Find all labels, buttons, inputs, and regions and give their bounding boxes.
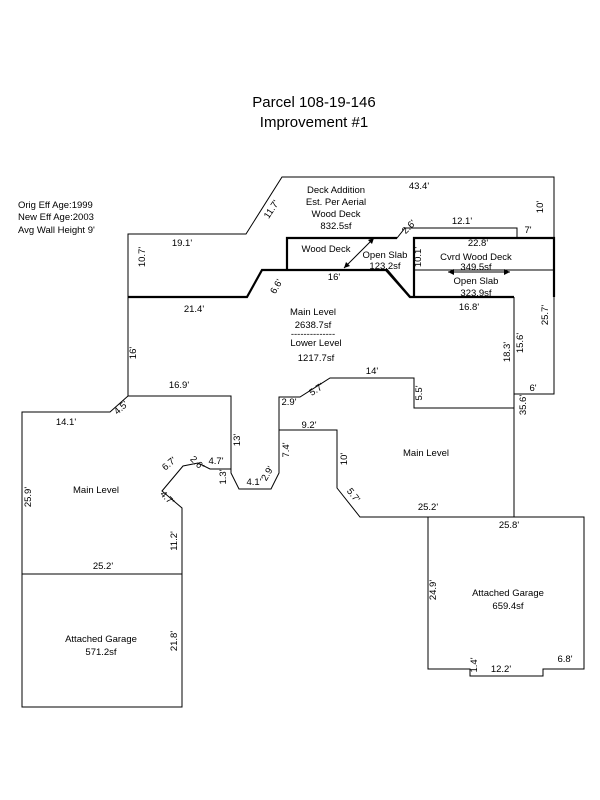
dim-label: 4.1' xyxy=(246,477,261,488)
dim-label: 11.2' xyxy=(169,531,180,551)
dim-label: 14.1' xyxy=(56,417,76,428)
dim-label: 10' xyxy=(535,201,546,214)
garage-right-size: 659.4sf xyxy=(492,601,524,612)
garage-left-label: Attached Garage xyxy=(65,634,137,645)
dim-label: 21.8' xyxy=(169,631,180,651)
cvrd-deck-label: Cvrd Wood Deck xyxy=(440,252,512,263)
avg-wall-height: Avg Wall Height 9' xyxy=(18,225,95,236)
main-level-3-label: Main Level xyxy=(73,485,119,496)
right-garage-outline xyxy=(427,516,585,677)
dim-label: 7' xyxy=(524,225,531,236)
dim-label: 1.3' xyxy=(218,469,229,484)
dim-label: 25.9' xyxy=(23,487,34,507)
open-slab-1-size: 123.2sf xyxy=(369,261,401,272)
open-slab-arrowheads xyxy=(344,238,374,268)
left-wing-outline xyxy=(21,395,231,708)
dim-label: 9.2' xyxy=(301,420,316,431)
open-slab-2-size: 323.9sf xyxy=(460,288,492,299)
wood-deck-outline xyxy=(285,236,397,270)
dim-label: 25.2' xyxy=(93,561,113,572)
dim-label: 12.2' xyxy=(491,664,511,675)
dim-label: 43.4' xyxy=(409,181,429,192)
main-level-1-label: Main Level xyxy=(290,307,336,318)
dim-label: 5.5' xyxy=(414,385,425,400)
lower-level-size: 1217.7sf xyxy=(298,353,335,364)
dim-label: 1.4' xyxy=(469,657,480,672)
lower-level-label: Lower Level xyxy=(290,338,341,349)
deck-addition-label: Deck Addition xyxy=(307,185,365,196)
garage-left-size: 571.2sf xyxy=(85,647,117,658)
dim-label: 6' xyxy=(529,383,536,394)
dim-label: 21.4' xyxy=(184,304,204,315)
cvrd-deck-outline xyxy=(412,236,556,297)
dim-label: 25.2' xyxy=(418,502,438,513)
dim-label: 16.8' xyxy=(459,302,479,313)
deck-addition-type: Wood Deck xyxy=(312,209,361,220)
dim-label: 16' xyxy=(328,272,341,283)
center-notch-outline xyxy=(279,429,514,518)
main-level-1-size: 2638.7sf xyxy=(295,320,332,331)
dim-label: 4.7' xyxy=(158,489,177,508)
dim-label: 10' xyxy=(339,453,350,466)
dim-label: 10.7' xyxy=(137,247,148,267)
dim-label: 7.4' xyxy=(281,442,292,457)
dim-label: 6.7' xyxy=(160,455,179,473)
garage-right-label: Attached Garage xyxy=(472,588,544,599)
open-slab-2-label: Open Slab xyxy=(454,276,499,287)
deck-addition-size: 832.5sf xyxy=(320,221,352,232)
dim-label: 5.7' xyxy=(307,381,326,399)
dim-label: 15.6' xyxy=(515,333,526,353)
dim-label: 2.9' xyxy=(259,464,276,483)
dim-label: 25.8' xyxy=(499,520,519,531)
orig-eff-age: Orig Eff Age:1999 xyxy=(18,200,93,211)
dim-label: 13' xyxy=(232,434,243,447)
dim-label: 12.1' xyxy=(452,216,472,227)
dim-label: 2.6' xyxy=(188,454,207,473)
dim-label: 18.3' xyxy=(502,342,513,362)
new-eff-age: New Eff Age:2003 xyxy=(18,212,94,223)
dim-label: 35.6' xyxy=(518,395,529,415)
open-slab-arrow xyxy=(343,237,375,269)
main-level-2-label: Main Level xyxy=(403,448,449,459)
dim-label: 16' xyxy=(128,347,139,360)
dim-label: 25.7' xyxy=(540,305,551,325)
cvrd-deck-size: 349.5sf xyxy=(460,262,492,273)
dim-label: 4.5' xyxy=(112,399,131,417)
main-top-edge xyxy=(128,268,514,299)
dim-label: 10.1' xyxy=(413,247,424,267)
dim-label: 14' xyxy=(366,366,379,377)
dim-label: 2.6' xyxy=(400,218,419,237)
sketch-subtitle: Improvement #1 xyxy=(260,114,368,131)
dim-label: 6.8' xyxy=(557,654,572,665)
dim-label: 6.6' xyxy=(268,277,285,296)
dim-label: 22.8' xyxy=(468,238,488,249)
dim-label: 11.7' xyxy=(262,198,282,221)
deck-addition-note: Est. Per Aerial xyxy=(306,197,366,208)
dim-label: 4.7' xyxy=(208,456,223,467)
wood-deck-label: Wood Deck xyxy=(302,244,351,255)
open-slab-1-label: Open Slab xyxy=(363,250,408,261)
dim-label: 2.9' xyxy=(281,397,296,408)
sketch-title: Parcel 108-19-146 xyxy=(252,94,375,111)
dim-label: 16.9' xyxy=(169,380,189,391)
dim-label: 5.7' xyxy=(344,486,362,505)
dim-label: 24.9' xyxy=(428,580,439,600)
level-separator: -------------- xyxy=(291,329,335,340)
dim-label: 19.1' xyxy=(172,238,192,249)
